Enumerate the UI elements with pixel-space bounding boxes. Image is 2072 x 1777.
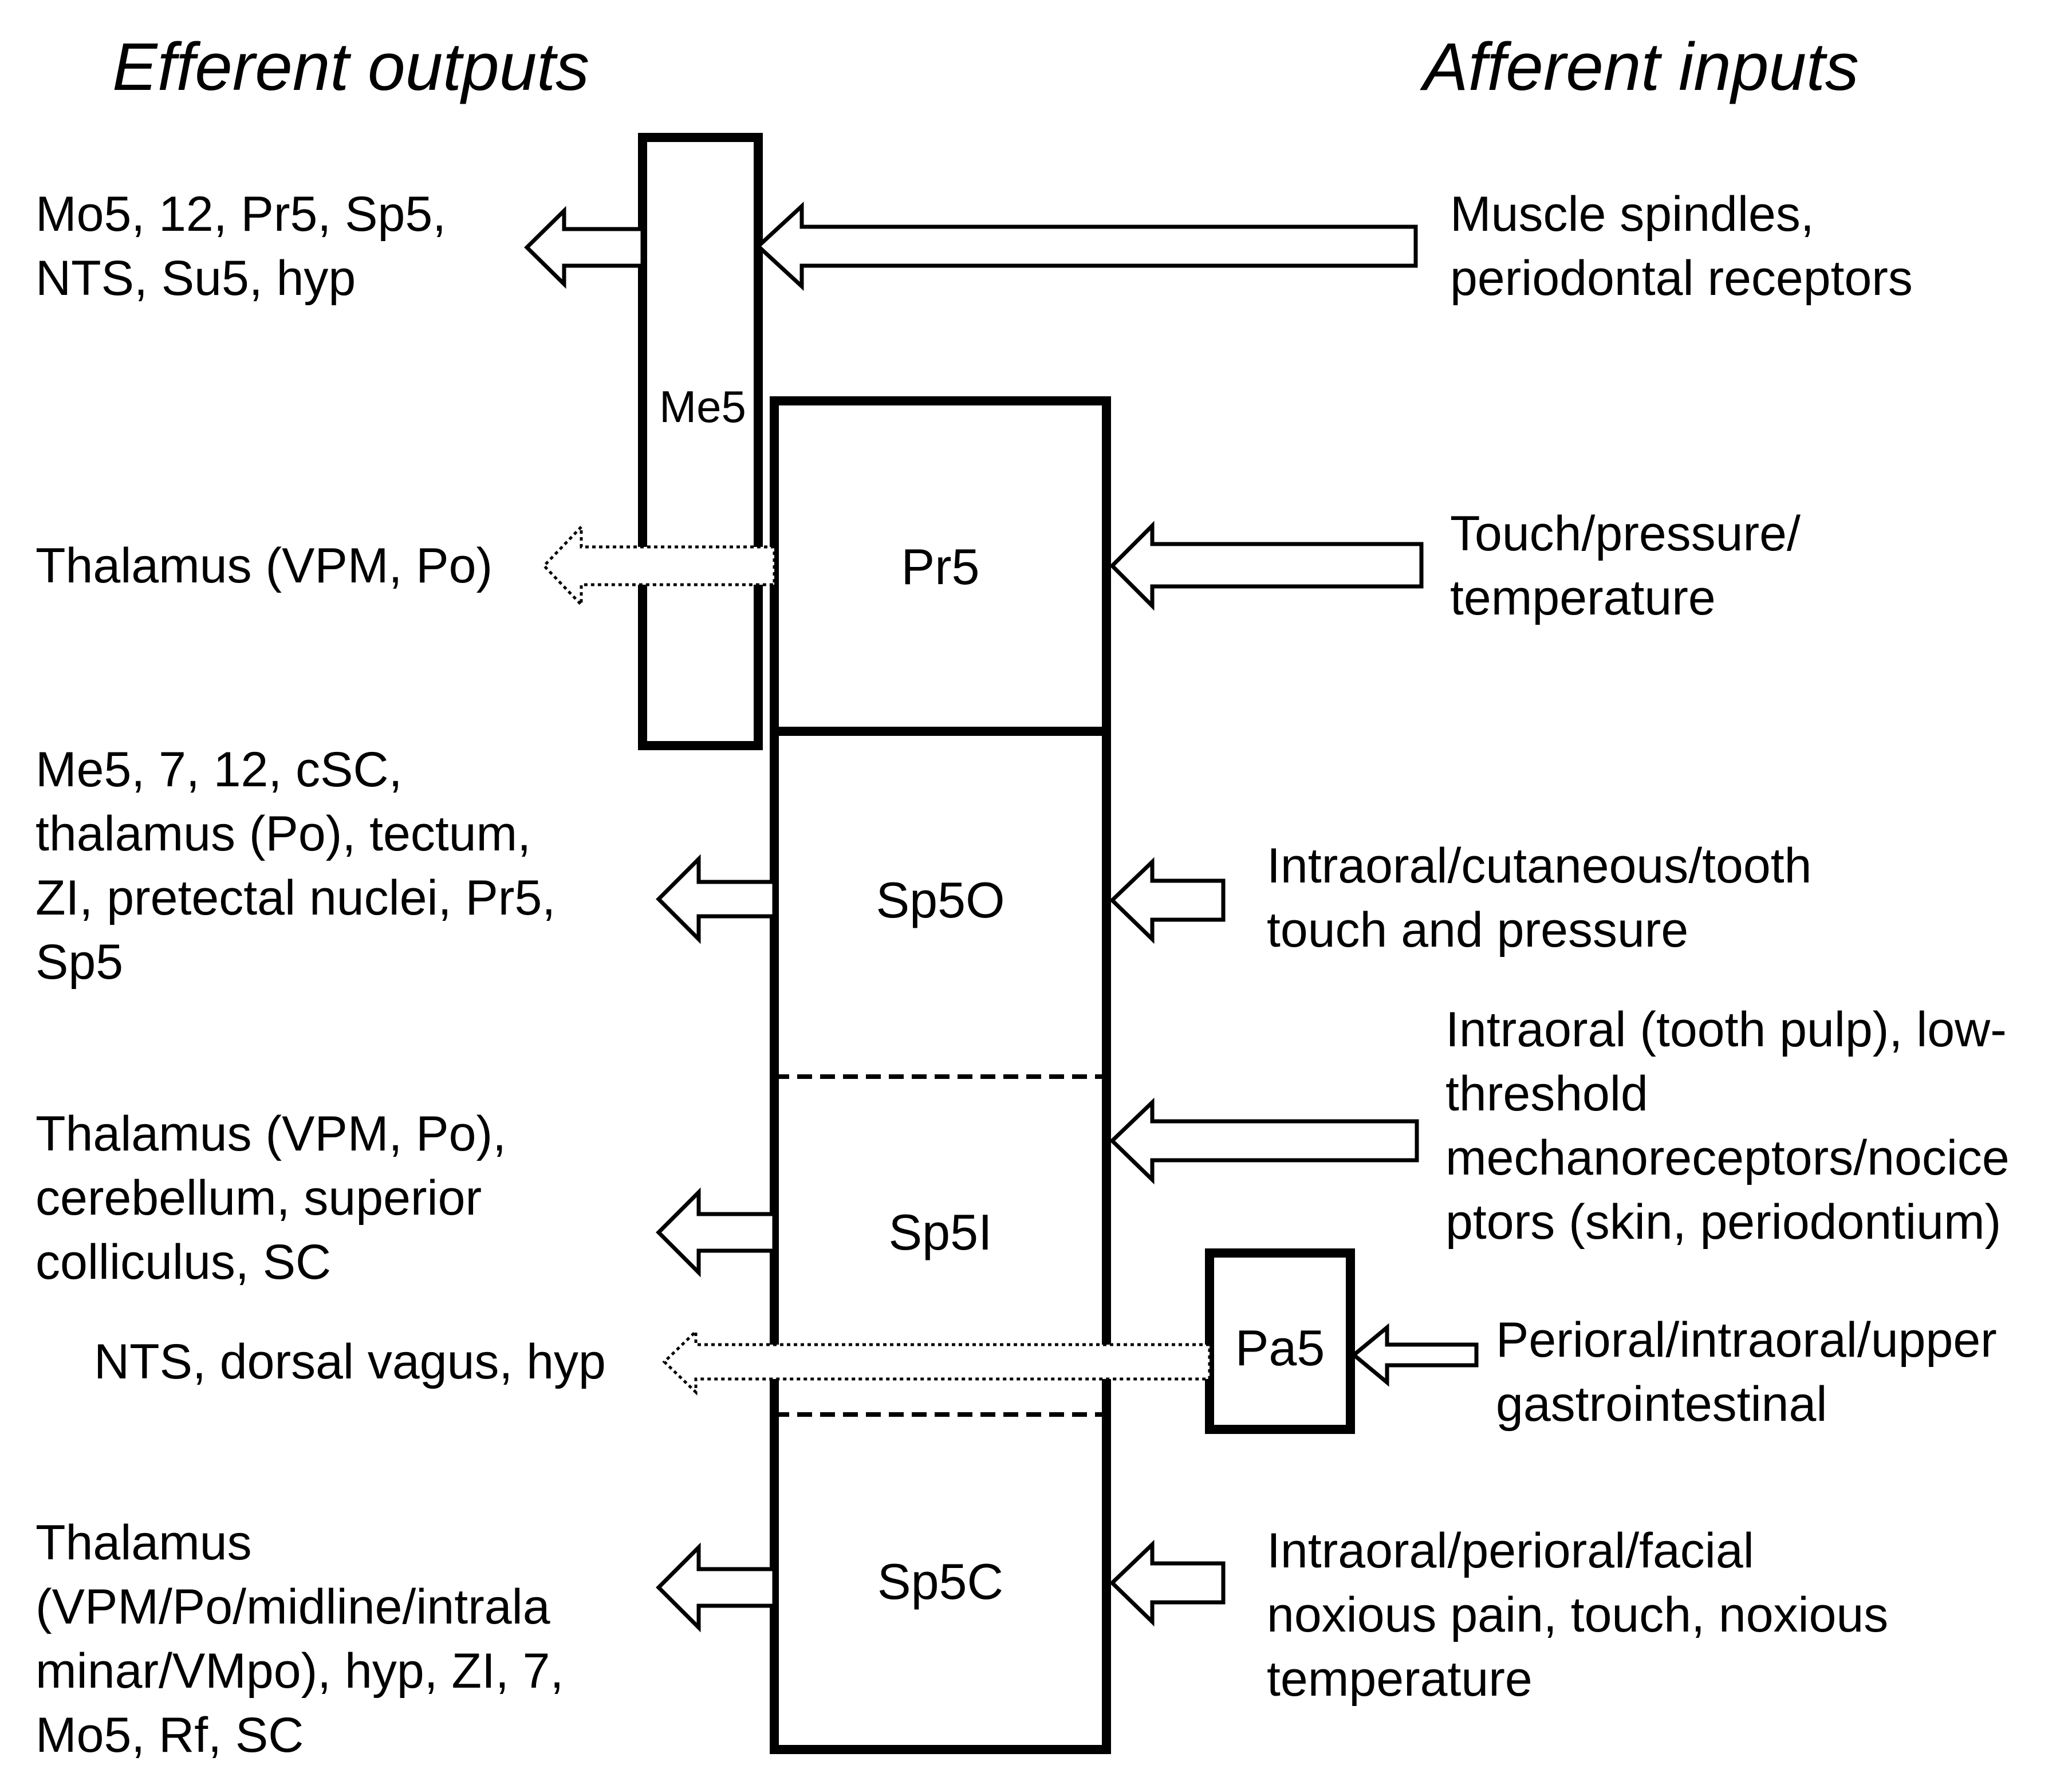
sp5c-afferent-arrow: [1109, 1539, 1226, 1627]
text-line: cerebellum, superior: [36, 1171, 482, 1226]
text-line: Thalamus: [36, 1515, 252, 1570]
sp5c-efferent-text: Thalamus (VPM/Po/midline/intrala minar/V…: [36, 1511, 564, 1767]
pr5-afferent-arrow: [1109, 521, 1424, 611]
text-line: Mo5, Rf, SC: [36, 1708, 304, 1763]
sp5c-afferent-text: Intraoral/perioral/facial noxious pain, …: [1267, 1519, 1888, 1711]
text-line: Perioral/intraoral/upper: [1496, 1313, 1997, 1368]
sp5i-efferent-text: Thalamus (VPM, Po), cerebellum, superior…: [36, 1102, 506, 1294]
text-line: ZI, pretectal nuclei, Pr5,: [36, 870, 556, 925]
text-line: Thalamus (VPM, Po): [36, 538, 493, 593]
me5-box: [638, 133, 763, 750]
text-line: (VPM/Po/midline/intrala: [36, 1579, 550, 1634]
afferent-heading: Afferent inputs: [1423, 29, 1859, 105]
pr5-label: Pr5: [901, 538, 980, 595]
sp5o-efferent-text: Me5, 7, 12, cSC, thalamus (Po), tectum, …: [36, 738, 556, 994]
sp5i-label: Sp5I: [888, 1204, 992, 1260]
text-line: temperature: [1267, 1652, 1533, 1707]
pr5-efferent-dotted-arrow: [542, 523, 776, 609]
text-line: mechanoreceptors/nocice: [1445, 1130, 2010, 1185]
text-line: noxious pain, touch, noxious: [1267, 1587, 1889, 1642]
text-line: threshold: [1445, 1066, 1648, 1121]
text-line: NTS, dorsal vagus, hyp: [94, 1334, 606, 1389]
sp5c-label: Sp5C: [877, 1553, 1004, 1610]
sp5i-afferent-text: Intraoral (tooth pulp), low- threshold m…: [1445, 998, 2010, 1254]
pr5-efferent-text: Thalamus (VPM, Po): [36, 534, 493, 598]
text-line: thalamus (Po), tectum,: [36, 806, 531, 861]
pr5-afferent-text: Touch/pressure/ temperature: [1450, 502, 1801, 630]
me5-label: Me5: [659, 381, 746, 432]
me5-afferent-arrow: [755, 202, 1418, 291]
text-line: touch and pressure: [1267, 903, 1689, 958]
text-line: temperature: [1450, 570, 1716, 625]
text-line: Touch/pressure/: [1450, 506, 1801, 561]
sp5o-afferent-text: Intraoral/cutaneous/tooth touch and pres…: [1267, 834, 1811, 962]
sp5o-efferent-arrow: [656, 854, 777, 944]
text-line: Muscle spindles,: [1450, 187, 1814, 242]
text-line: colliculus, SC: [36, 1235, 332, 1290]
sp5i-afferent-arrow: [1109, 1097, 1419, 1185]
efferent-heading: Efferent outputs: [112, 29, 590, 105]
sp5i-efferent-arrow: [656, 1187, 777, 1278]
sp5o-afferent-arrow: [1109, 857, 1226, 944]
text-line: ptors (skin, periodontium): [1445, 1195, 2002, 1250]
text-line: Thalamus (VPM, Po),: [36, 1106, 506, 1161]
me5-afferent-text: Muscle spindles, periodontal receptors: [1450, 182, 1913, 310]
text-line: minar/VMpo), hyp, ZI, 7,: [36, 1644, 564, 1699]
text-line: gastrointestinal: [1496, 1377, 1827, 1432]
text-line: Intraoral/cutaneous/tooth: [1267, 838, 1812, 893]
text-line: Intraoral/perioral/facial: [1267, 1523, 1754, 1578]
sp5c-efferent-arrow: [656, 1542, 777, 1633]
pa5-box: [1205, 1248, 1355, 1434]
text-line: Sp5: [36, 935, 124, 990]
pa5-efferent-text: NTS, dorsal vagus, hyp: [94, 1330, 606, 1394]
text-line: Intraoral (tooth pulp), low-: [1445, 1002, 2007, 1057]
sp5o-label: Sp5O: [876, 872, 1005, 928]
pa5-label: Pa5: [1235, 1319, 1325, 1376]
text-line: Me5, 7, 12, cSC,: [36, 742, 403, 797]
pa5-afferent-text: Perioral/intraoral/upper gastrointestina…: [1496, 1308, 1997, 1436]
text-line: periodontal receptors: [1450, 251, 1913, 306]
text-line: NTS, Su5, hyp: [36, 251, 356, 306]
pa5-afferent-arrow: [1350, 1323, 1479, 1387]
pa5-efferent-dotted-arrow: [662, 1328, 1211, 1396]
me5-efferent-arrow: [524, 206, 645, 289]
me5-efferent-text: Mo5, 12, Pr5, Sp5, NTS, Su5, hyp: [36, 182, 446, 310]
text-line: Mo5, 12, Pr5, Sp5,: [36, 187, 447, 242]
